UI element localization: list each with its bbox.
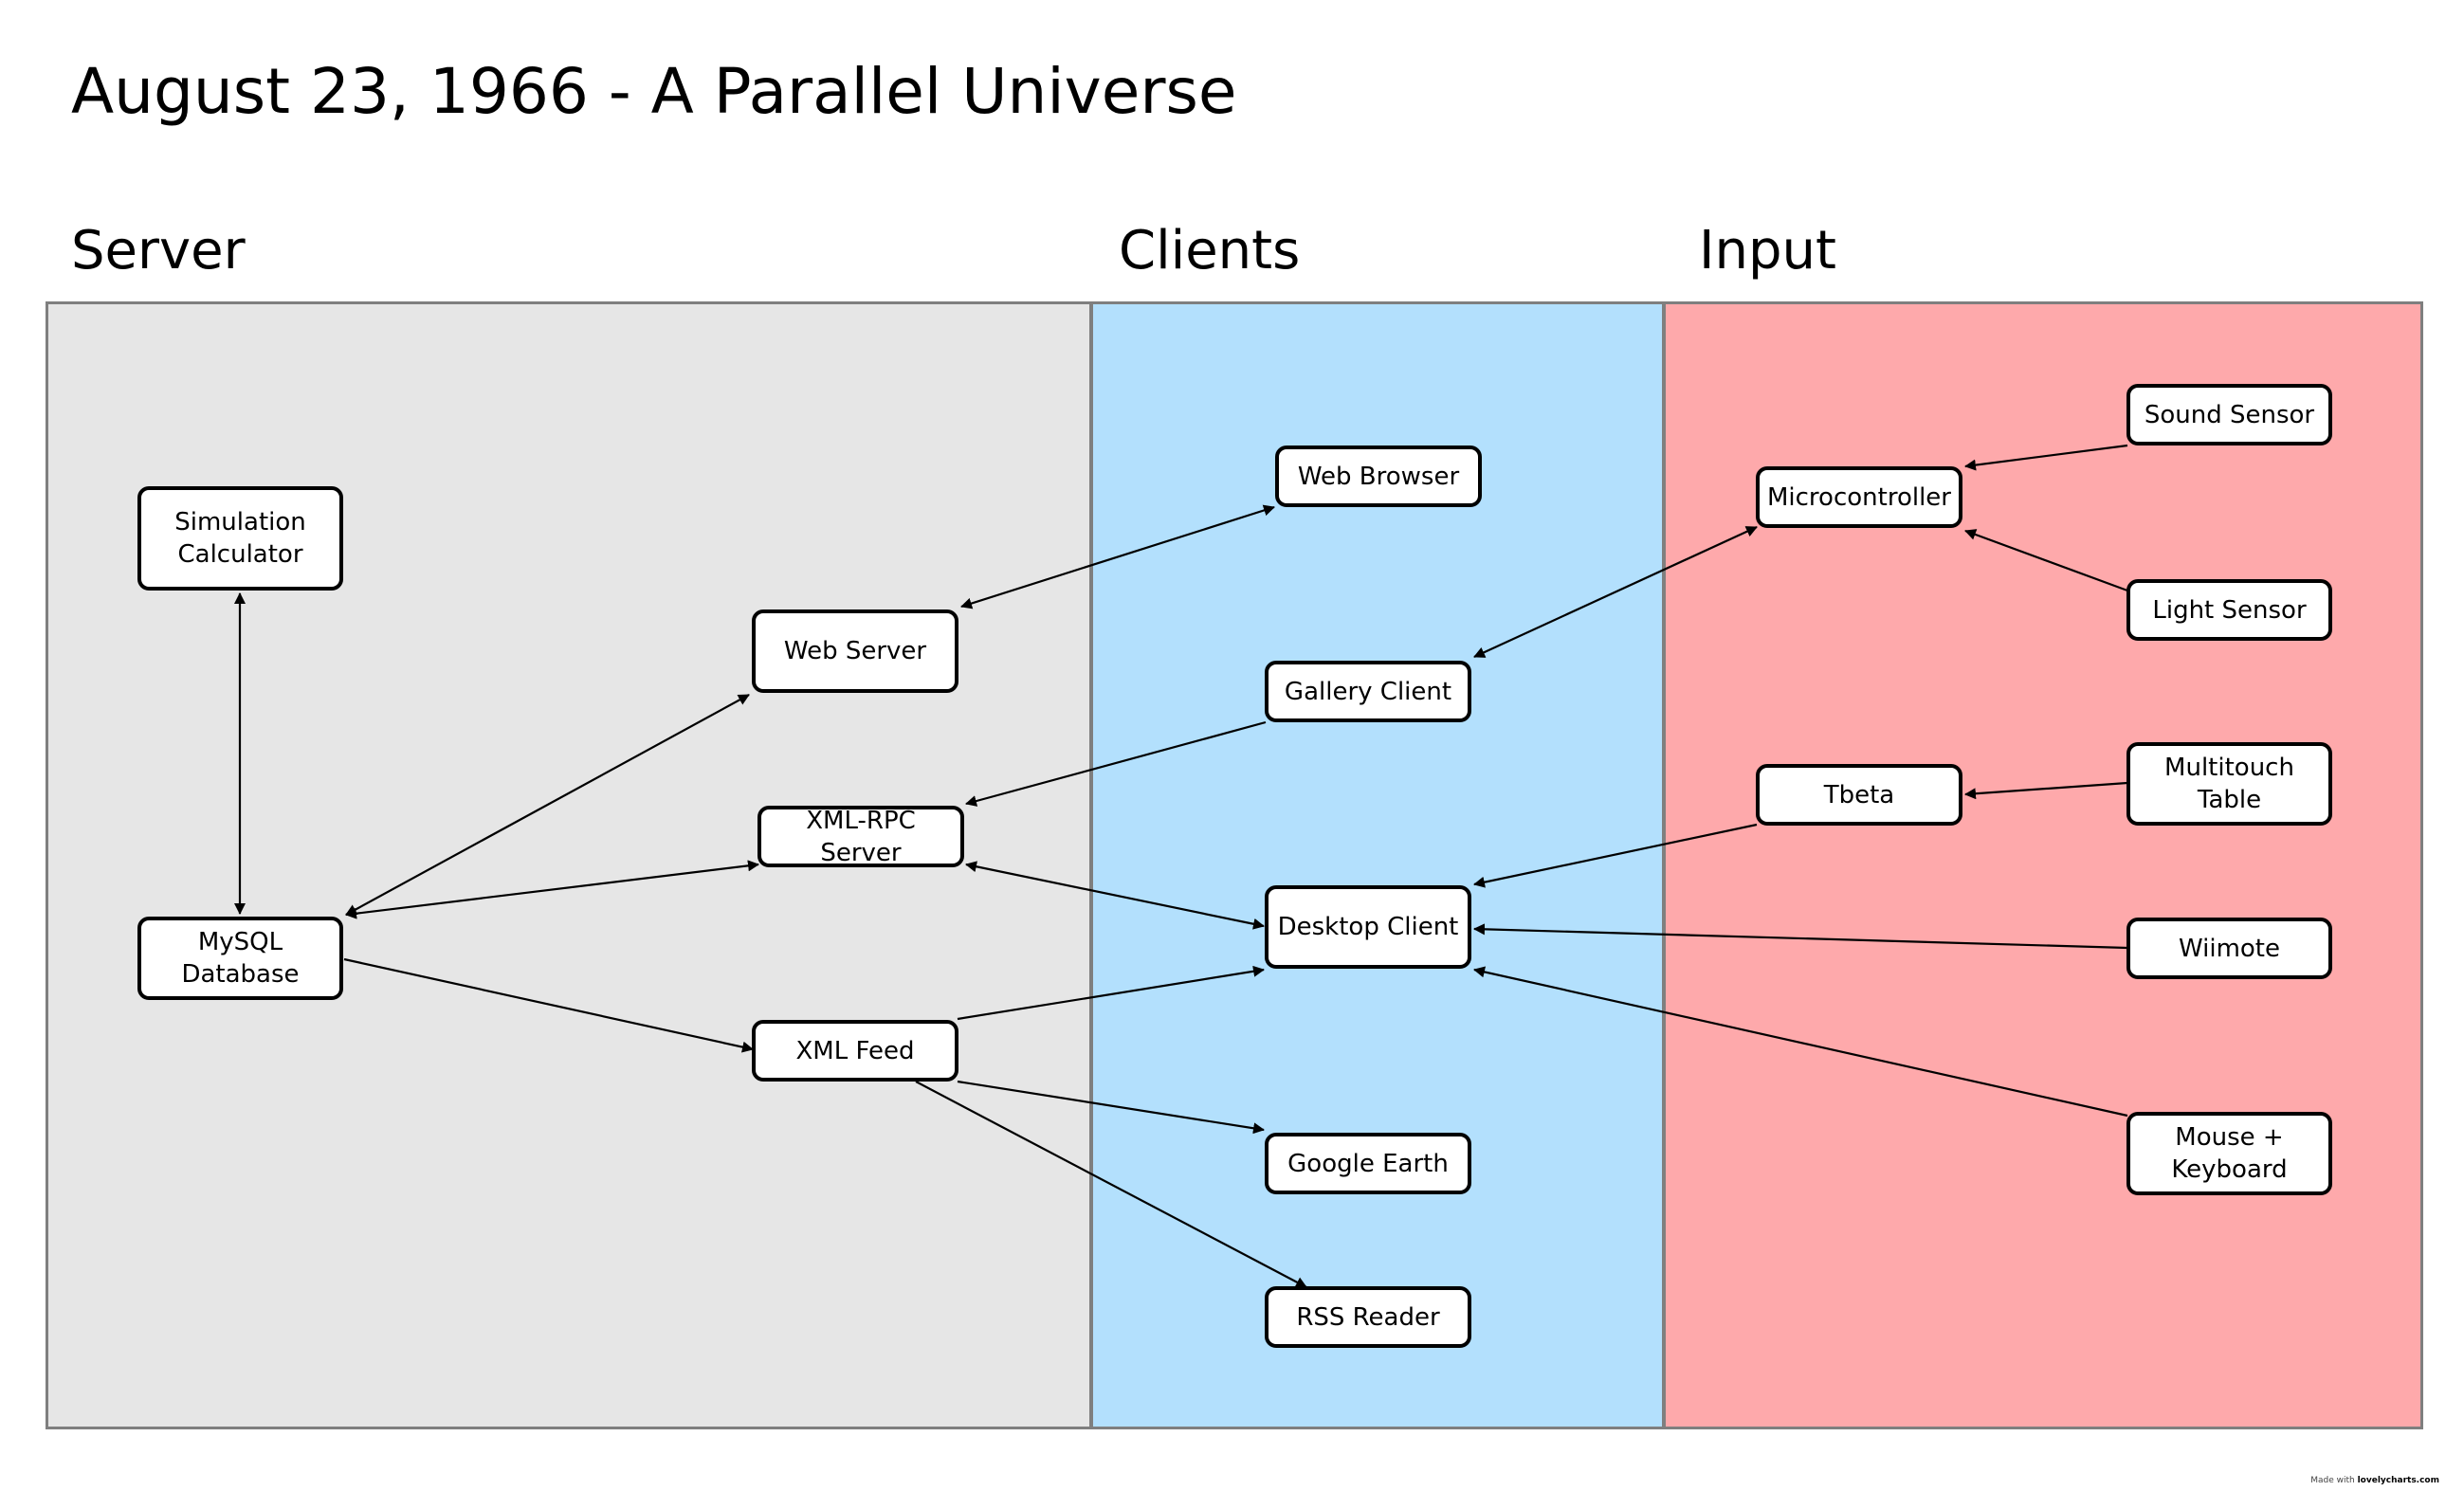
edge-mysql-xmlfeed [343, 957, 754, 1053]
edge-xmlfeed-desktop [957, 965, 1265, 1021]
node-xml-rpc-server[interactable]: XML-RPC Server [757, 806, 964, 867]
edge-xmlfeed-rssreader [915, 1081, 1307, 1288]
edge-mouse-desktop [1473, 966, 2128, 1118]
edge-xmlrpc-desktop [965, 861, 1265, 930]
node-web-browser[interactable]: Web Browser [1275, 445, 1482, 507]
node-xml-feed[interactable]: XML Feed [752, 1020, 958, 1082]
node-mouse-keyboard[interactable]: Mouse + Keyboard [2126, 1112, 2332, 1195]
edge-gallery-microcontroller [1473, 526, 1758, 658]
node-gallery-client[interactable]: Gallery Client [1265, 661, 1471, 722]
lane-label-input: Input [1699, 220, 1837, 282]
node-light-sensor[interactable]: Light Sensor [2126, 579, 2332, 641]
node-sound-sensor[interactable]: Sound Sensor [2126, 384, 2332, 445]
node-microcontroller[interactable]: Microcontroller [1756, 466, 1962, 528]
edge-webserver-webbrowser [960, 504, 1275, 609]
edge-light-microcontroller [1964, 529, 2128, 592]
diagram-title: August 23, 1966 - A Parallel Universe [71, 55, 1237, 128]
node-simulation-calculator[interactable]: Simulation Calculator [137, 486, 343, 591]
made-with-prefix: Made with [2310, 1476, 2358, 1485]
node-rss-reader[interactable]: RSS Reader [1265, 1286, 1471, 1348]
made-with-credit[interactable]: Made with lovelycharts.com [2310, 1476, 2439, 1485]
node-mysql-database[interactable]: MySQL Database [137, 917, 343, 1000]
node-web-server[interactable]: Web Server [752, 609, 958, 693]
edge-sound-microcontroller [1964, 444, 2128, 471]
edge-xmlfeed-googleearth [957, 1080, 1265, 1135]
edge-gallery-xmlrpc [965, 720, 1267, 807]
node-multitouch-table[interactable]: Multitouch Table [2126, 742, 2332, 826]
node-google-earth[interactable]: Google Earth [1265, 1133, 1471, 1194]
edge-wiimote-desktop [1473, 923, 2128, 950]
lane-label-clients: Clients [1119, 220, 1301, 282]
edge-multitouch-tbeta [1964, 781, 2128, 800]
edge-tbeta-desktop [1473, 823, 1758, 888]
node-desktop-client[interactable]: Desktop Client [1265, 885, 1471, 969]
made-with-brand[interactable]: lovelycharts.com [2357, 1476, 2439, 1485]
edge-mysql-webserver [345, 694, 750, 916]
edge-mysql-xmlrpc [345, 860, 759, 919]
node-wiimote[interactable]: Wiimote [2126, 918, 2332, 979]
lane-label-server: Server [71, 220, 246, 282]
node-tbeta[interactable]: Tbeta [1756, 764, 1962, 826]
